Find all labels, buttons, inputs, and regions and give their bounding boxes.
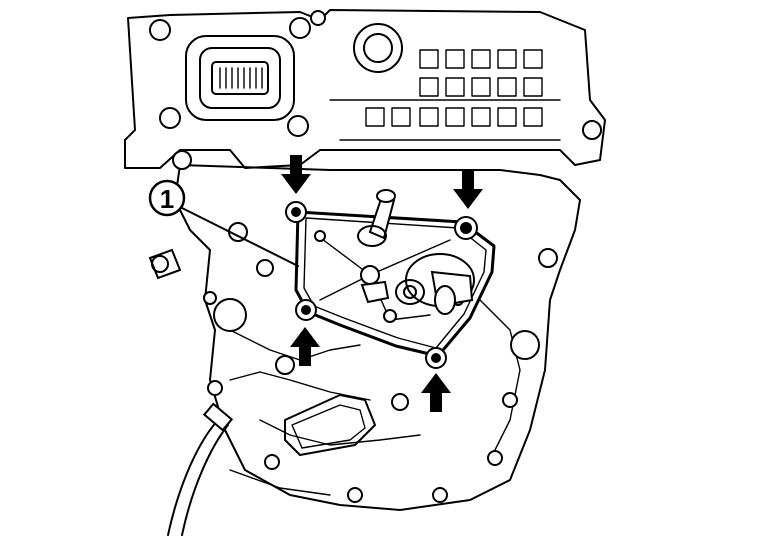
valve-cover	[124, 9, 606, 169]
oil-pump-cover	[284, 394, 376, 456]
up-arrow-icon	[290, 327, 320, 366]
bolt-arrows	[281, 155, 483, 412]
up-arrow-icon	[421, 373, 451, 412]
coil-housing	[185, 35, 295, 121]
oil-filler-cap	[353, 23, 403, 73]
coolant-pipe	[148, 248, 182, 280]
right-boss	[510, 330, 540, 360]
cover-grid	[329, 49, 561, 141]
callout-circle	[148, 179, 186, 217]
bolt-top-left	[285, 201, 307, 223]
electrical-connector	[211, 61, 269, 95]
bolt-left-lower	[295, 299, 317, 321]
bolt-bottom-right	[425, 347, 447, 369]
front-cover	[148, 150, 581, 536]
cover-bolts	[285, 201, 478, 369]
down-arrow-icon	[281, 155, 311, 194]
valve-timing-control-cover	[294, 189, 496, 358]
leader-line	[181, 207, 299, 267]
down-arrow-icon	[453, 170, 483, 209]
callout-number: 1	[160, 184, 174, 214]
bolt-top-right	[454, 216, 478, 240]
callout-1: 1	[148, 179, 299, 267]
